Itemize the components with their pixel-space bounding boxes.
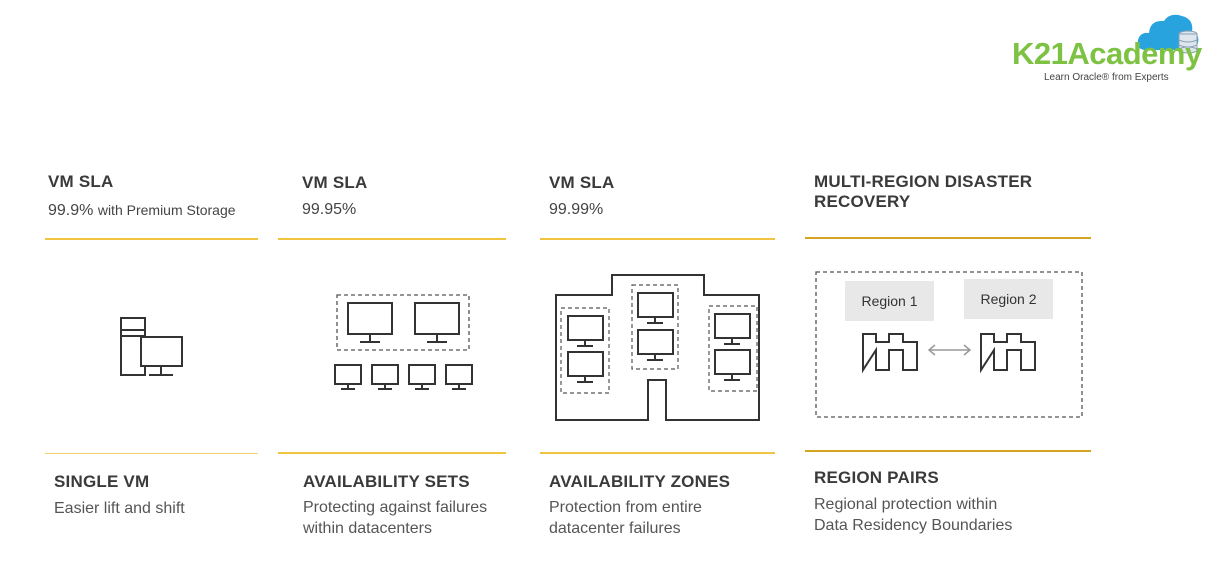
availability-zones-icon [555, 274, 760, 421]
vm-monitor-icon [414, 302, 460, 343]
col1-title: SINGLE VM [54, 472, 150, 491]
col1-top-rule [45, 238, 258, 240]
col4-description-line: Regional protection within [814, 496, 998, 513]
col2-sla-value: 99.95% [302, 201, 357, 218]
col4-top-rule [805, 237, 1091, 239]
col2-top-rule [278, 238, 506, 240]
col1-sla-label: VM SLA [48, 172, 114, 191]
col3-top-rule [540, 238, 775, 240]
region-1-box [845, 281, 934, 321]
single-vm-icon [120, 317, 183, 376]
region-2-label: Region 2 [980, 291, 1036, 307]
col1-description-line: Easier lift and shift [54, 500, 185, 517]
col4-bottom-rule [805, 450, 1091, 452]
col3-sla-value: 99.99% [549, 201, 604, 218]
vm-monitor-icon [347, 302, 393, 343]
col4-title: REGION PAIRS [814, 468, 939, 487]
col3-description: Protection from entire datacenter failur… [549, 497, 702, 539]
col2-sla-label: VM SLA [302, 173, 368, 192]
col2-description-line: Protecting against failures [303, 499, 488, 516]
datacenter-icon [862, 333, 918, 374]
region-1-label: Region 1 [861, 293, 917, 309]
col2-description-line: within datacenters [303, 520, 432, 537]
col3-bottom-rule [540, 452, 775, 454]
col1-sla-note: with Premium Storage [97, 202, 236, 218]
col1-bottom-rule [45, 453, 258, 454]
col4-sla-label-line: MULTI-REGION DISASTER [814, 172, 1033, 191]
col4-description: Regional protection within Data Residenc… [814, 494, 1012, 536]
zone-vm-icons [567, 292, 751, 383]
bidirectional-arrow-icon [927, 344, 972, 356]
col2-title: AVAILABILITY SETS [303, 472, 470, 491]
col1-sla-percent: 99.9% [48, 202, 94, 219]
col4-sla-label: MULTI-REGION DISASTER RECOVERY [814, 172, 1032, 212]
col2-bottom-rule [278, 452, 506, 454]
region-2-box [964, 279, 1053, 319]
col3-description-line: datacenter failures [549, 520, 681, 537]
col4-sla-label-line: RECOVERY [814, 192, 911, 211]
logo-brand: K21Academy [1012, 36, 1202, 71]
col3-description-line: Protection from entire [549, 499, 702, 516]
vm-monitor-row-icon [334, 364, 473, 390]
col2-description: Protecting against failures within datac… [303, 497, 487, 539]
col3-title: AVAILABILITY ZONES [549, 472, 731, 491]
logo-tagline: Learn Oracle® from Experts [1044, 72, 1169, 83]
availability-set-icon [334, 294, 473, 390]
cloud-database-icon [1137, 14, 1199, 54]
col4-description-line: Data Residency Boundaries [814, 517, 1013, 534]
col1-description: Easier lift and shift [54, 498, 185, 519]
col3-sla-label: VM SLA [549, 173, 615, 192]
datacenter-icon [980, 333, 1036, 374]
region-pairs-diagram: Region 1 Region 2 [815, 271, 1083, 418]
col1-sla-value: 99.9% with Premium Storage [48, 202, 236, 220]
